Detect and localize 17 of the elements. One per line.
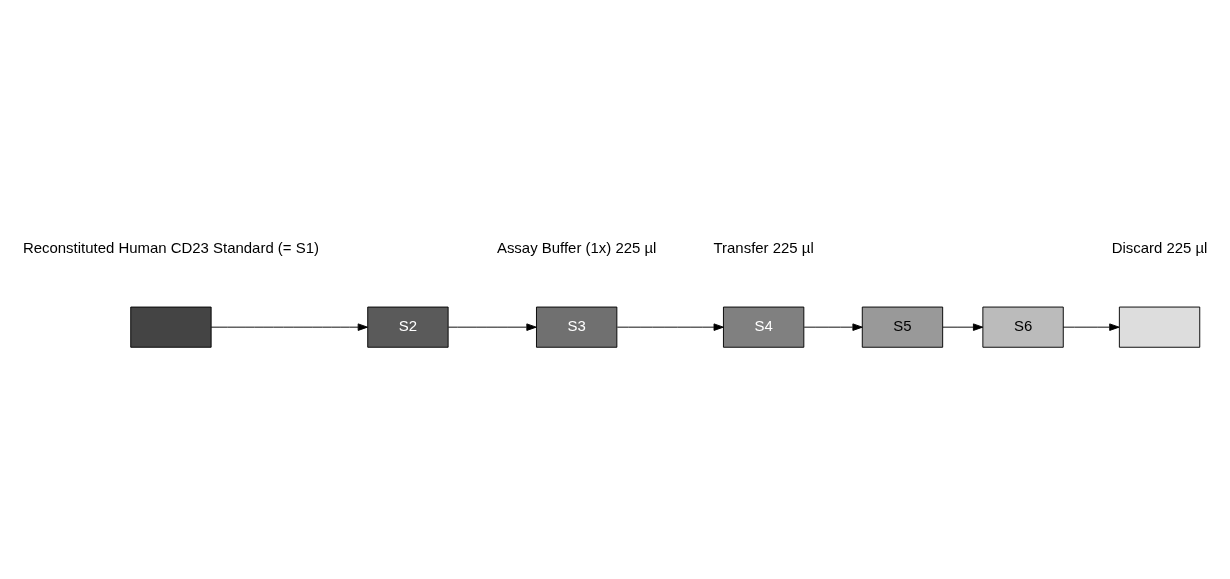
node-label: Reconstituted Human CD23 Standard (= S1) — [22, 238, 319, 256]
node-box: S6 — [982, 306, 1064, 348]
arrow — [210, 322, 368, 331]
node-label: Discard 225 µl — [1111, 238, 1208, 256]
arrow — [616, 322, 724, 331]
arrow — [803, 322, 863, 331]
node-box — [130, 306, 212, 348]
label: Assay Buffer (1x) 225 µl — [496, 238, 657, 256]
label: Transfer 225 µl — [713, 238, 814, 256]
arrow — [447, 322, 537, 331]
node-box: S4 — [722, 306, 805, 348]
node-box: S5 — [861, 306, 944, 348]
node-box: S3 — [536, 306, 618, 348]
node-box — [1118, 306, 1201, 348]
node-box: S2 — [367, 306, 449, 348]
arrow — [942, 322, 984, 331]
arrow — [1062, 322, 1120, 331]
